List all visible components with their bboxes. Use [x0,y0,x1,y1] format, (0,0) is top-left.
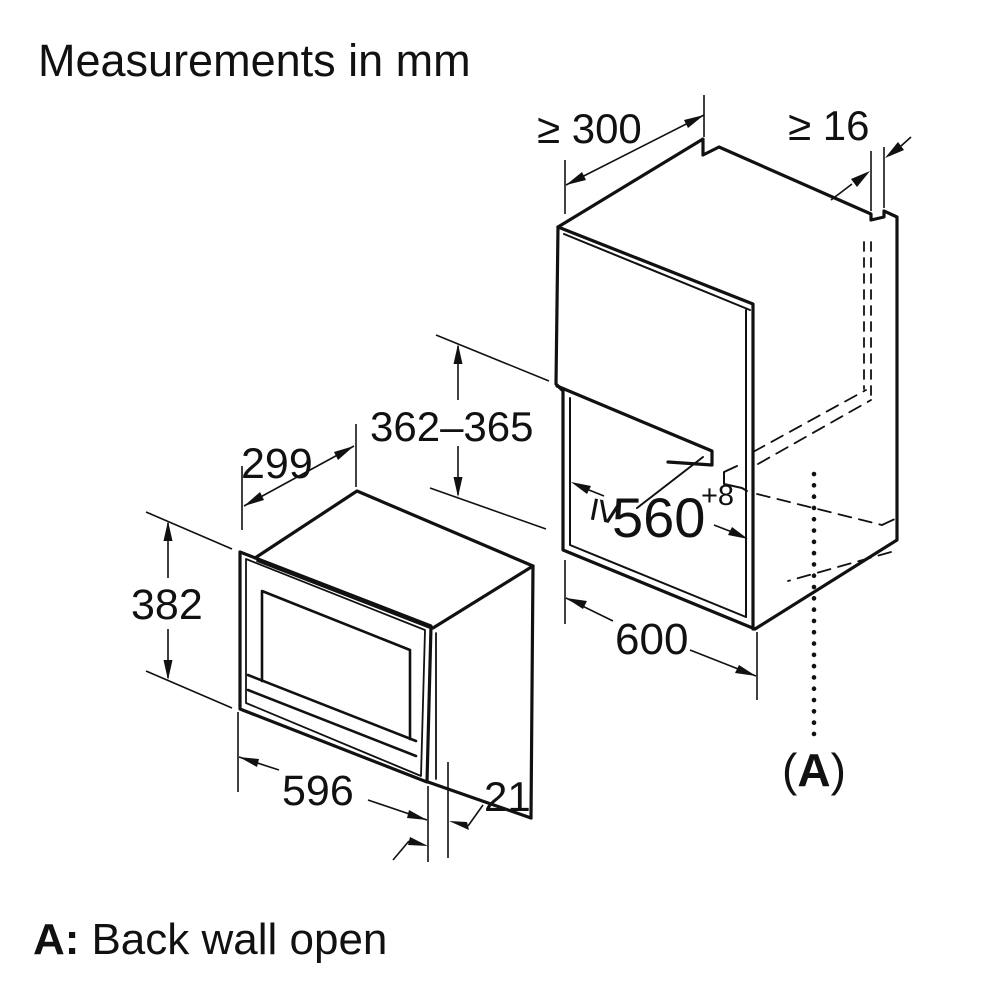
dim-oven-width [237,712,429,862]
cabinet-top-and-right-outline [556,137,899,631]
oven-body-top-front-edge [256,560,431,629]
dim-clearance-top [564,95,705,214]
section-a-label: (A) [782,744,846,796]
dim-gap-right [830,136,912,211]
label-niche-width-tolerance: +8 [701,480,734,512]
cabinet-drawing [554,137,899,740]
cabinet-hidden-edges [752,241,898,582]
oven-bottom-edge [426,780,533,820]
cabinet-front-edge [556,225,755,631]
oven-door-window [260,589,412,741]
label-oven-height: 382 [131,581,203,629]
page-title: Measurements in mm [38,35,471,86]
label-niche-height: 362–365 [370,403,534,450]
dim-door-overhang [392,762,484,861]
oven-door-trim-line-2 [246,688,418,758]
oven-door-inner-edge [245,558,426,777]
oven-door-trim-line-1 [246,673,418,743]
dim-oven-depth [241,424,357,530]
label-gap-right: ≥ 16 [788,102,869,149]
label-door-overhang: 21 [484,773,531,820]
cabinet-top-panel-thickness-line [563,233,751,311]
niche-vent-notch [723,465,748,492]
dim-niche-width [571,482,748,539]
label-oven-depth: 299 [241,440,313,488]
cabinet-left-and-bottom-outline [554,225,757,631]
dim-cabinet-width [564,560,758,700]
niche-break-line [636,456,704,509]
oven-top-face [253,489,535,630]
oven-door-outer-edge [238,550,433,784]
label-oven-width: 596 [282,767,354,815]
label-niche-width: 560 [612,486,705,549]
dim-oven-height [145,511,233,709]
oven-right-edge [529,564,535,820]
label-clearance-top: ≥ 300 [537,105,642,152]
dim-niche-height [429,334,550,530]
niche-left-inner-edge [569,397,747,618]
oven-drawing [238,489,535,820]
niche-top-edge [555,384,714,467]
label-cabinet-width: 600 [615,615,688,664]
footnote: A:Back wall open [33,915,387,964]
